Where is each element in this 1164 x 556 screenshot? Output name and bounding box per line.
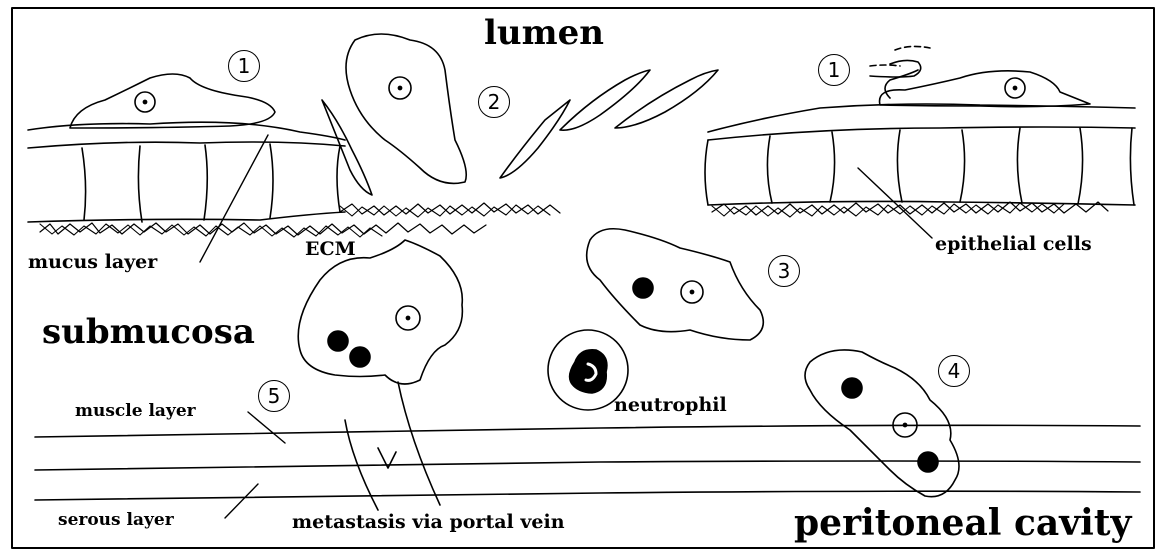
- left-ecm-zigzag-2: [40, 224, 382, 237]
- serous-layer-label: serous layer: [58, 512, 174, 529]
- left-mucus-layer-line: [28, 122, 345, 140]
- left-epithelium: [28, 122, 486, 237]
- serous-layer-line: [35, 491, 1140, 500]
- marker-1-right: 1: [818, 54, 850, 86]
- marker-1-left: 1: [228, 50, 260, 82]
- submucosa-label: submucosa: [42, 315, 255, 349]
- cell-1-right: [870, 46, 1090, 106]
- right-epithelial-left: [705, 140, 708, 205]
- left-cell-walls: [82, 144, 340, 222]
- marker-3: 3: [768, 255, 800, 287]
- right-epithelial-top: [708, 127, 1135, 140]
- epithelial-cells-label: epithelial cells: [935, 235, 1092, 254]
- muscle-layer-line-2: [35, 461, 1140, 470]
- metastasis-label: metastasis via portal vein: [292, 513, 565, 532]
- muscle-layer-label: muscle layer: [75, 403, 196, 420]
- mucus-leader-line: [200, 135, 268, 262]
- portal-vein-right-wall: [398, 382, 440, 505]
- ecm-label: ECM: [305, 240, 356, 259]
- neutrophil-label: neutrophil: [614, 396, 727, 415]
- lumen-label: lumen: [484, 16, 604, 50]
- frame-border: [12, 8, 1154, 548]
- right-epithelium: [705, 104, 1135, 217]
- right-cell-walls: [767, 128, 1134, 205]
- serous-leader-line: [225, 484, 258, 518]
- left-epithelial-top: [28, 142, 345, 148]
- muscle-leader-line: [248, 412, 285, 443]
- left-epithelial-bottom: [28, 212, 345, 222]
- epithelial-leader-line: [858, 168, 932, 238]
- cell-5-with-portal-vein: [298, 240, 462, 510]
- mucus-layer-label: mucus layer: [28, 253, 157, 272]
- marker-4: 4: [938, 355, 970, 387]
- marker-2: 2: [478, 86, 510, 118]
- muscle-layer-line-1: [35, 425, 1140, 437]
- cell-3: [587, 229, 764, 340]
- right-ecm-zigzag-2: [712, 203, 1064, 217]
- cell-4: [805, 350, 959, 497]
- cell-2-invading: [322, 34, 718, 195]
- marker-5: 5: [258, 380, 290, 412]
- cell-1-left: [70, 74, 275, 128]
- peritoneal-cavity-label: peritoneal cavity: [794, 505, 1131, 541]
